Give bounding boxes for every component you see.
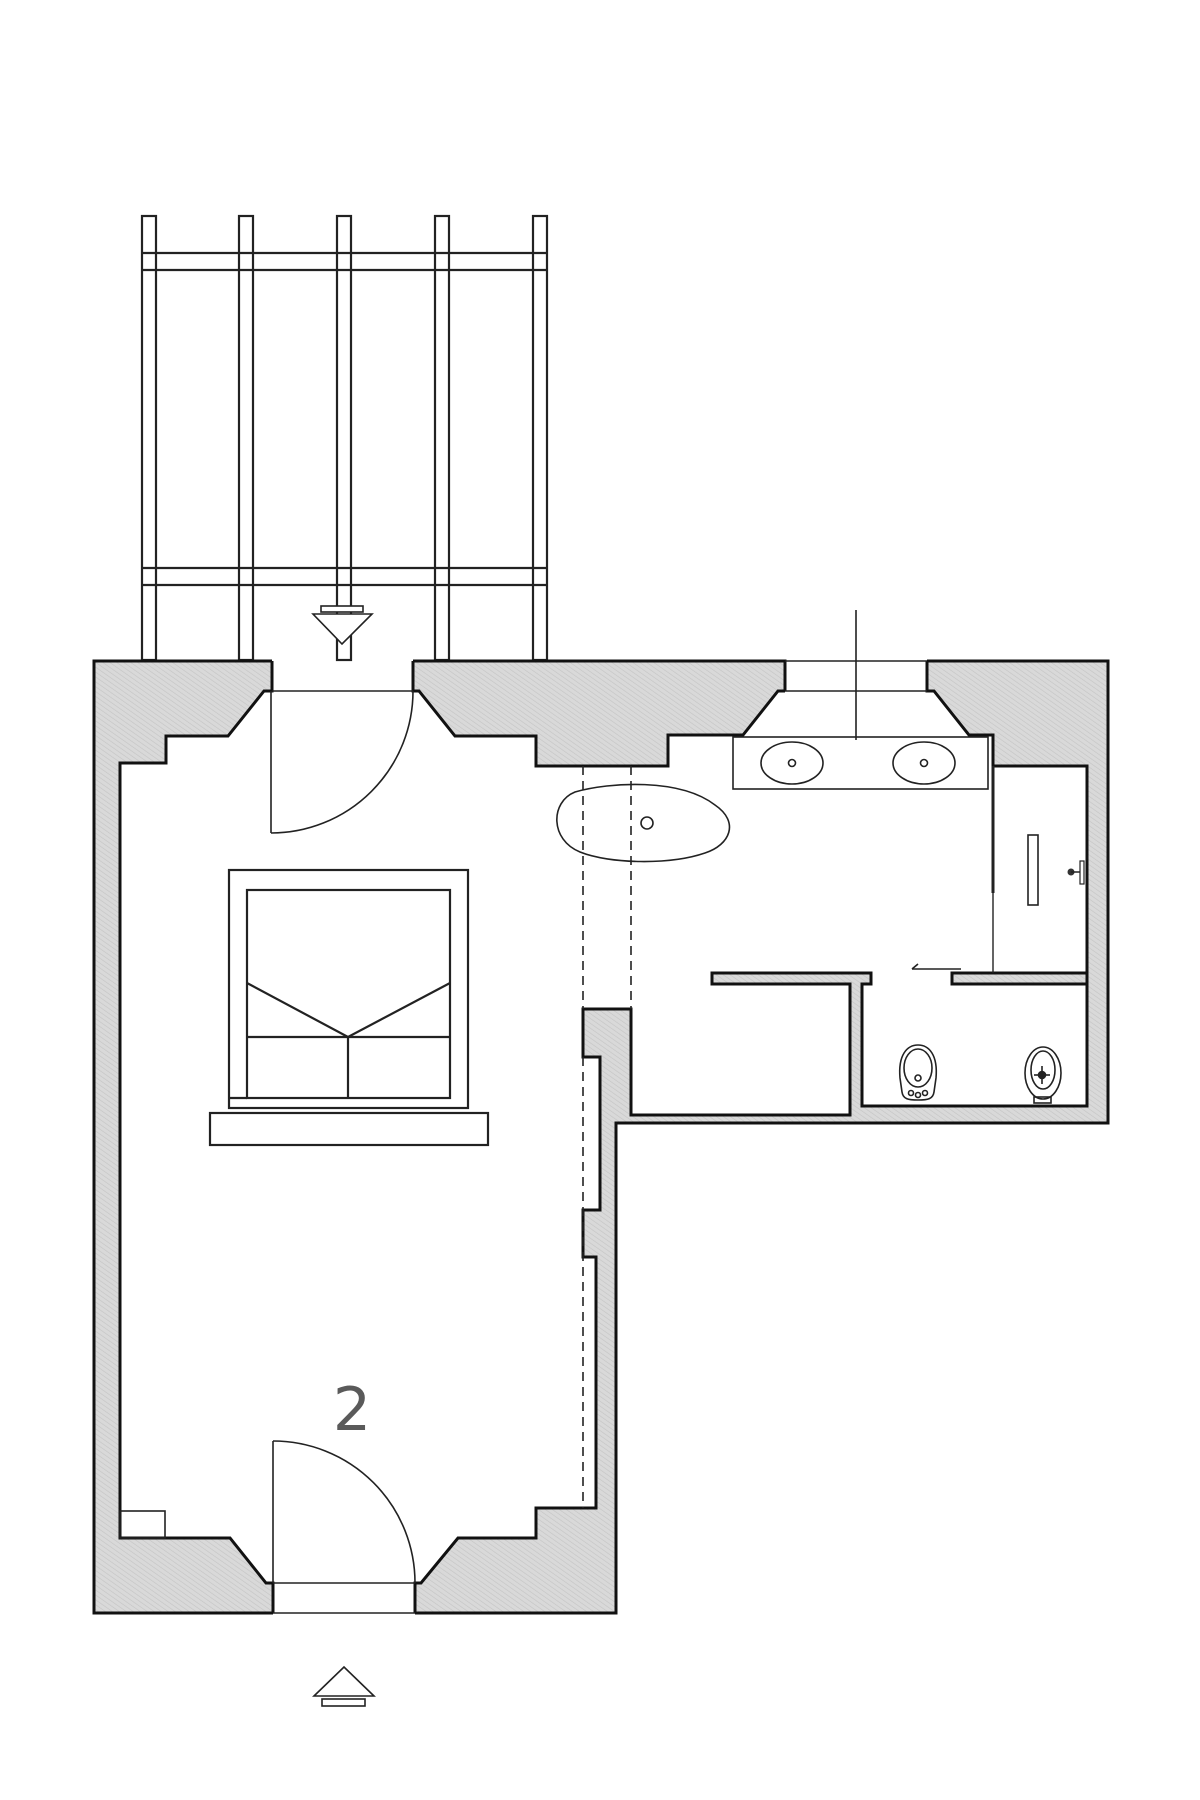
double-bed xyxy=(227,868,470,1110)
opening-dashed-lines xyxy=(582,766,632,1508)
wall-outlines xyxy=(92,659,1110,1615)
entry-door[interactable] xyxy=(272,1440,416,1584)
toilet-icon xyxy=(898,1044,938,1101)
terrace-door[interactable] xyxy=(270,690,414,834)
bench xyxy=(208,1111,490,1147)
main-entry-arrow-icon xyxy=(312,1665,376,1707)
sink-left-icon xyxy=(760,741,824,785)
terrace-entry-arrow-icon xyxy=(311,605,374,646)
shower-valve-icon xyxy=(1067,860,1085,885)
pergola xyxy=(140,214,549,662)
freestanding-bathtub xyxy=(556,783,731,863)
walls xyxy=(94,661,1108,1613)
bidet-icon xyxy=(1024,1046,1062,1104)
walk-in-shower xyxy=(991,766,1085,973)
shower-drain-icon xyxy=(1027,834,1039,906)
sink-right-icon xyxy=(892,741,956,785)
sliding-door-arrow-icon xyxy=(911,963,961,970)
room-number-label: 2 xyxy=(332,1375,372,1445)
small-cabinet xyxy=(119,1510,166,1539)
double-vanity xyxy=(732,610,989,790)
